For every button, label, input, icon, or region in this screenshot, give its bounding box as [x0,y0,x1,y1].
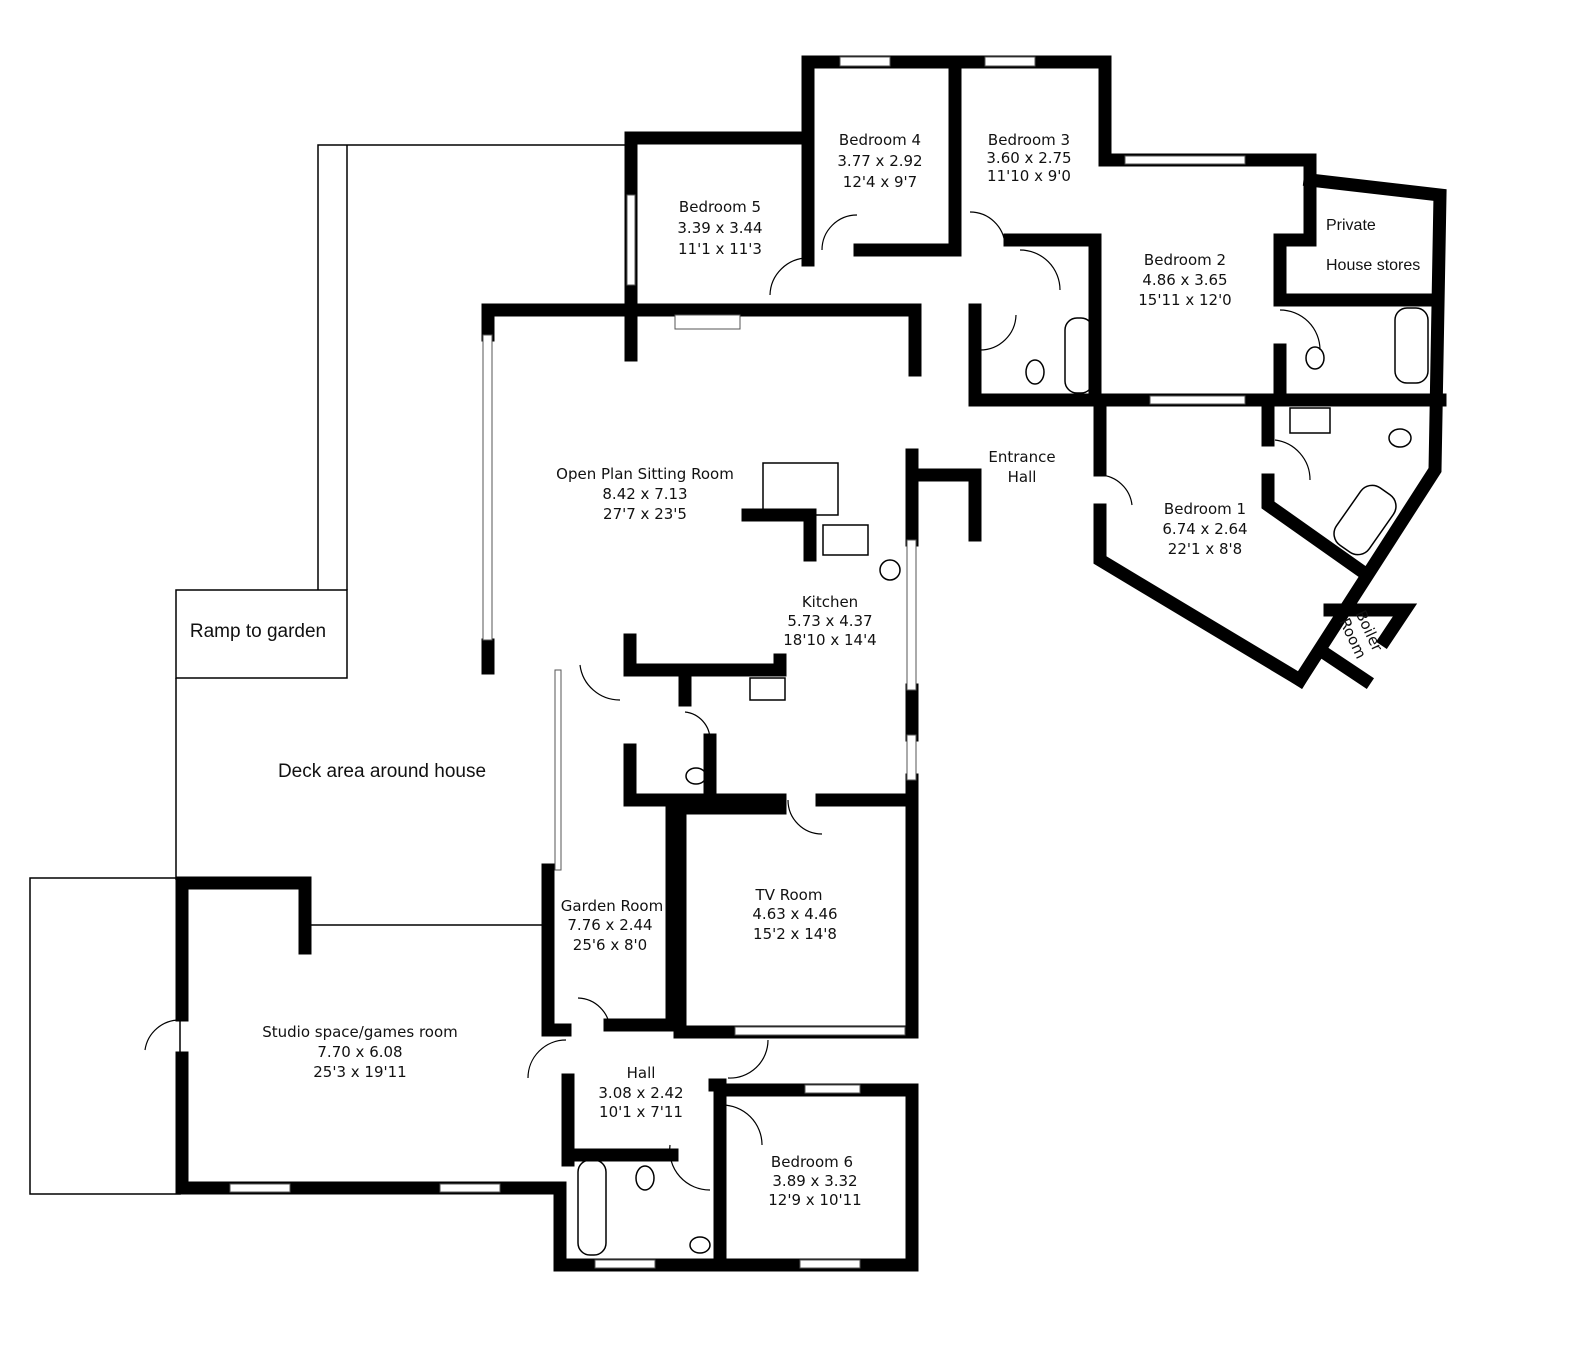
tv-imperial: 15'2 x 14'8 [753,925,837,943]
bath-icon [577,1159,607,1256]
bedroom2-imperial: 15'11 x 12'0 [1138,291,1231,309]
bedroom5-imperial: 11'1 x 11'3 [678,240,762,258]
bath-icon [1333,484,1397,556]
ramp-box [175,589,348,679]
studio-name: Studio space/games room [262,1023,458,1041]
hob-icon [822,524,869,556]
kitchen-sink-icon [749,677,786,701]
studio-imperial: 25'3 x 19'11 [313,1063,406,1081]
bedroom1-name: Bedroom 1 [1164,500,1246,518]
sitting-metric: 8.42 x 7.13 [602,485,687,503]
bedroom2-metric: 4.86 x 3.65 [1142,271,1227,289]
ramp-label: Ramp to garden [190,621,326,642]
entrance-label-2: Hall [1008,468,1037,486]
bedroom4-metric: 3.77 x 2.92 [837,152,922,170]
entrance-label-1: Entrance [988,448,1055,466]
bedroom4-name: Bedroom 4 [839,131,921,149]
sink-icon [879,559,901,581]
hall-metric: 3.08 x 2.42 [598,1084,683,1102]
tv-name: TV Room [755,886,823,904]
bedroom6-imperial: 12'9 x 10'11 [768,1191,861,1209]
bedroom3-imperial: 11'10 x 9'0 [987,167,1071,185]
bedroom3-name: Bedroom 3 [988,131,1070,149]
bedroom6-metric: 3.89 x 3.32 [772,1172,857,1190]
basin-icon [689,1236,711,1254]
deck-label: Deck area around house [278,761,486,782]
hall-imperial: 10'1 x 7'11 [599,1103,683,1121]
bedroom1-imperial: 22'1 x 8'8 [1168,540,1242,558]
bedroom4-imperial: 12'4 x 9'7 [843,173,917,191]
doors [144,211,1321,1191]
room-labels: Bedroom 5 3.39 x 3.44 11'1 x 11'3 Bedroo… [190,131,1420,1209]
bedroom5-name: Bedroom 5 [679,198,761,216]
fireplace [762,462,839,516]
kitchen-name: Kitchen [802,593,858,611]
windows [229,56,1246,1269]
fixtures [577,307,1429,1256]
bedroom1-metric: 6.74 x 2.64 [1162,520,1247,538]
bath-icon [1394,307,1429,384]
garden-metric: 7.76 x 2.44 [567,916,652,934]
toilet-icon [1305,346,1325,370]
bedroom2-name: Bedroom 2 [1144,251,1226,269]
deck-outline [29,144,625,1195]
studio-annex-outline [29,877,181,1195]
bath-icon [1064,317,1094,394]
toilet-icon [635,1165,655,1191]
garden-imperial: 25'6 x 8'0 [573,936,647,954]
bedroom3-metric: 3.60 x 2.75 [986,149,1071,167]
kitchen-metric: 5.73 x 4.37 [787,612,872,630]
stores-label-2: House stores [1326,257,1420,274]
kitchen-imperial: 18'10 x 14'4 [783,631,876,649]
basin-icon [1289,407,1331,434]
tv-metric: 4.63 x 4.46 [752,905,837,923]
sitting-name: Open Plan Sitting Room [556,465,734,483]
toilet-icon [1025,359,1045,385]
bedroom5-metric: 3.39 x 3.44 [677,219,762,237]
toilet-icon [1388,428,1412,448]
hall-name: Hall [627,1064,656,1082]
bedroom6-name: Bedroom 6 [771,1153,853,1171]
sitting-imperial: 27'7 x 23'5 [603,505,687,523]
stores-label-1: Private [1326,217,1376,234]
garden-name: Garden Room [561,897,663,915]
studio-metric: 7.70 x 6.08 [317,1043,402,1061]
toilet-icon [685,767,707,785]
